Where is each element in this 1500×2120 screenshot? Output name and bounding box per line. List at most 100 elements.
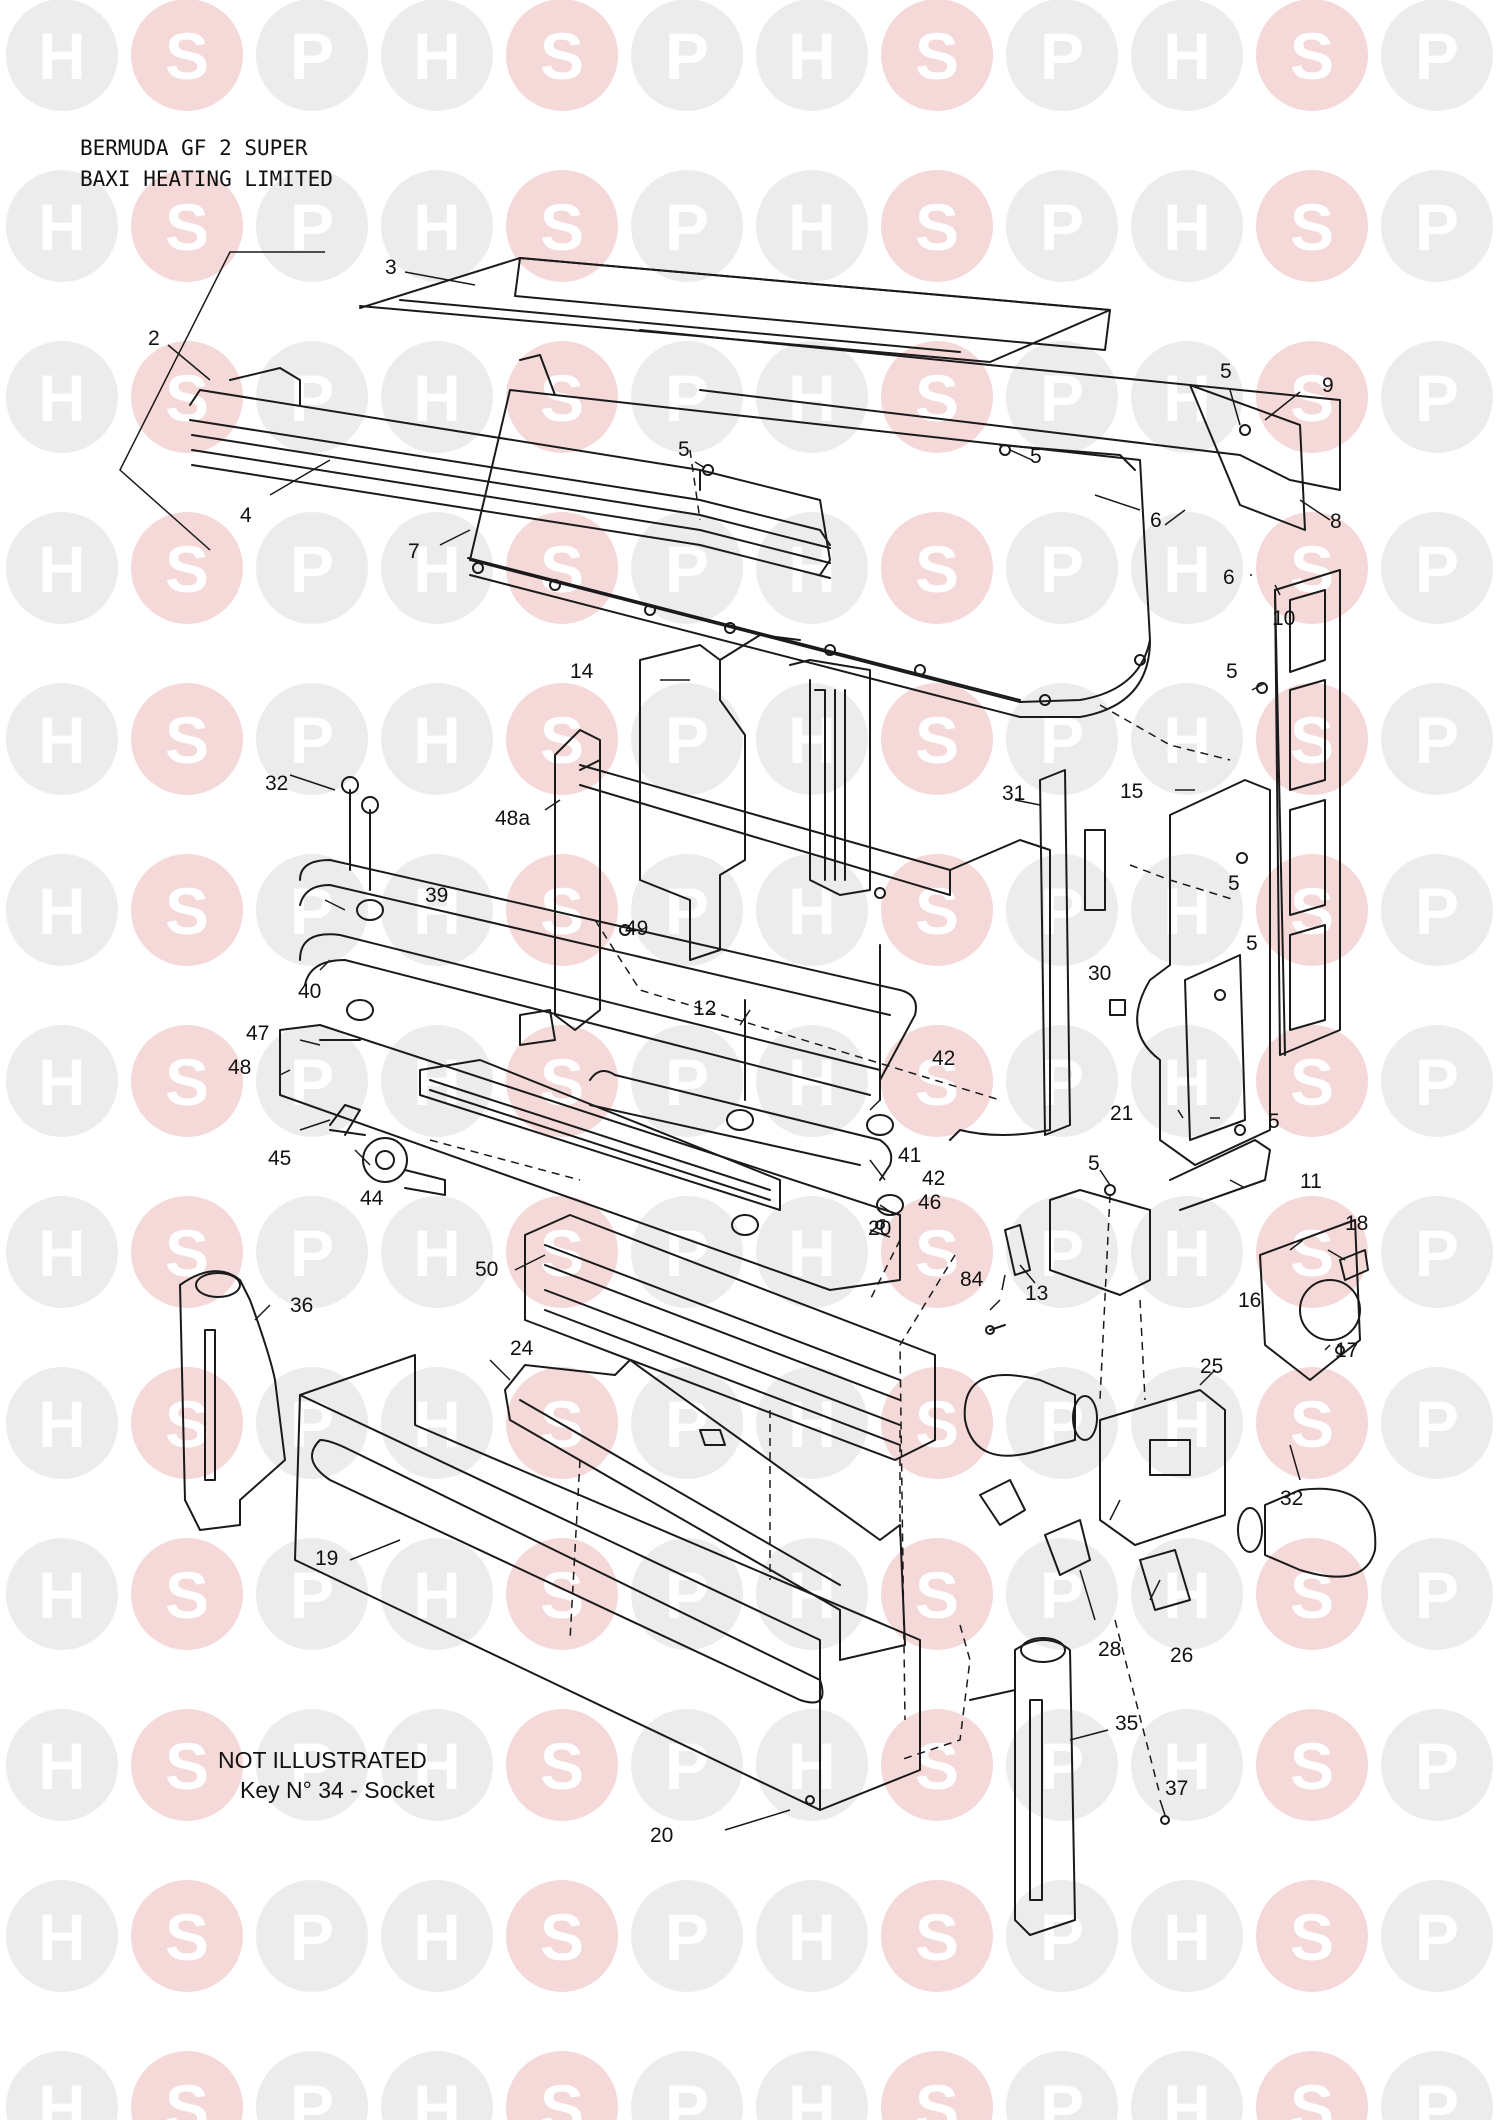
watermark-letter: S (165, 532, 209, 606)
watermark-letter: H (788, 2071, 836, 2120)
watermark-h-circle: H (381, 1538, 493, 1650)
watermark-letter: S (915, 361, 959, 435)
watermark-h-circle: H (381, 1367, 493, 1479)
burner-tray-part (279, 1024, 901, 1291)
gas-valve-part (329, 1104, 446, 1196)
watermark-letter: P (1040, 190, 1084, 264)
watermark-letter: H (788, 190, 836, 264)
watermark-letter: H (788, 874, 836, 948)
diagram-header: BERMUDA GF 2 SUPER BAXI HEATING LIMITED (80, 133, 333, 195)
watermark-letter: H (413, 2071, 461, 2120)
part-label-30: 30 (1088, 962, 1111, 985)
watermark-h-circle: H (1131, 341, 1243, 453)
watermark-h-circle: H (381, 2051, 493, 2120)
watermark-p-circle: P (256, 1538, 368, 1650)
watermark-letter: H (413, 874, 461, 948)
watermark-letter: P (665, 190, 709, 264)
part-label-47: 47 (246, 1022, 269, 1045)
part-label-48: 48 (228, 1056, 251, 1079)
watermark-letter: S (915, 532, 959, 606)
watermark-letter: P (1040, 874, 1084, 948)
watermark-p-circle: P (631, 2051, 743, 2120)
base-front-panel (294, 1354, 921, 1811)
watermark-letter: H (413, 361, 461, 435)
watermark-h-circle: H (756, 0, 868, 111)
base-tray-part (504, 1359, 906, 1661)
watermark-p-circle: P (631, 1880, 743, 1992)
watermark-letter: H (413, 1729, 461, 1803)
watermark-letter: P (1040, 1558, 1084, 1632)
watermark-p-circle: P (256, 683, 368, 795)
watermark-letter: P (290, 1216, 334, 1290)
watermark-p-circle: P (631, 854, 743, 966)
watermark-p-circle: P (1381, 854, 1493, 966)
watermark-h-circle: H (6, 512, 118, 624)
watermark-p-circle: P (1006, 1880, 1118, 1992)
watermark-p-circle: P (1381, 1025, 1493, 1137)
watermark-s-circle: S (1256, 1367, 1368, 1479)
assembly-lines (429, 449, 1236, 1796)
watermark-h-circle: H (6, 1367, 118, 1479)
not-illustrated-note: NOT ILLUSTRATED Key N° 34 - Socket (218, 1745, 435, 1805)
watermark-s-circle: S (1256, 0, 1368, 111)
watermark-letter: S (915, 1216, 959, 1290)
watermark-letter: S (1290, 1045, 1334, 1119)
watermark-s-circle: S (131, 170, 243, 282)
watermark-letter: P (1415, 703, 1459, 777)
note-heading: NOT ILLUSTRATED (218, 1747, 427, 1773)
watermark-s-circle: S (506, 512, 618, 624)
watermark-p-circle: P (631, 1196, 743, 1308)
part-label-5: 5 (1226, 660, 1238, 683)
part-label-6: 6 (1223, 566, 1235, 589)
watermark-s-circle: S (881, 2051, 993, 2120)
watermark-letter: P (290, 2071, 334, 2120)
part-label-15: 15 (1120, 780, 1143, 803)
part-label-48a: 48a (495, 807, 530, 830)
watermark-h-circle: H (381, 683, 493, 795)
watermark-s-circle: S (131, 1709, 243, 1821)
part-label-4: 4 (240, 504, 252, 527)
watermark-letter: P (665, 1216, 709, 1290)
watermark-letter: P (665, 2071, 709, 2120)
part-label-6: 6 (1150, 509, 1162, 532)
watermark-p-circle: P (1006, 0, 1118, 111)
part-label-5: 5 (1088, 1152, 1100, 1175)
part-label-49: 49 (625, 917, 648, 940)
watermark-s-circle: S (131, 1025, 243, 1137)
part-label-31: 31 (1002, 782, 1025, 805)
watermark-p-circle: P (1006, 512, 1118, 624)
watermark-letter: S (540, 1729, 584, 1803)
watermark-s-circle: S (881, 1709, 993, 1821)
watermark-s-circle: S (131, 0, 243, 111)
watermark-letter: P (1040, 19, 1084, 93)
watermark-letter: P (1040, 2071, 1084, 2120)
watermark-p-circle: P (1006, 2051, 1118, 2120)
watermark-s-circle: S (131, 854, 243, 966)
watermark-h-circle: H (756, 1880, 868, 1992)
watermark-s-circle: S (881, 1196, 993, 1308)
watermark-s-circle: S (506, 1538, 618, 1650)
watermark-letter: H (1163, 361, 1211, 435)
watermark-p-circle: P (256, 854, 368, 966)
watermark-letter: P (1415, 1558, 1459, 1632)
watermark-h-circle: H (6, 341, 118, 453)
watermark-letter: P (665, 532, 709, 606)
watermark-p-circle: P (1381, 512, 1493, 624)
watermark-h-circle: H (1131, 854, 1243, 966)
watermark-p-circle: P (1381, 1709, 1493, 1821)
watermark-letter: H (38, 19, 86, 93)
heat-exchanger-tubes-part (189, 367, 831, 579)
watermark-p-circle: P (631, 341, 743, 453)
watermark-letter: S (540, 532, 584, 606)
watermark-h-circle: H (756, 170, 868, 282)
lamp-holder-part (979, 1389, 1226, 1611)
watermark-s-circle: S (881, 1538, 993, 1650)
watermark-h-circle: H (6, 1196, 118, 1308)
part-label-17: 17 (1335, 1339, 1358, 1362)
watermark-letter: S (165, 2071, 209, 2120)
lower-louvre-part (524, 1214, 936, 1461)
part-label-24: 24 (510, 1337, 534, 1360)
watermark-letter: H (1163, 2071, 1211, 2120)
watermark-letter: S (1290, 1558, 1334, 1632)
